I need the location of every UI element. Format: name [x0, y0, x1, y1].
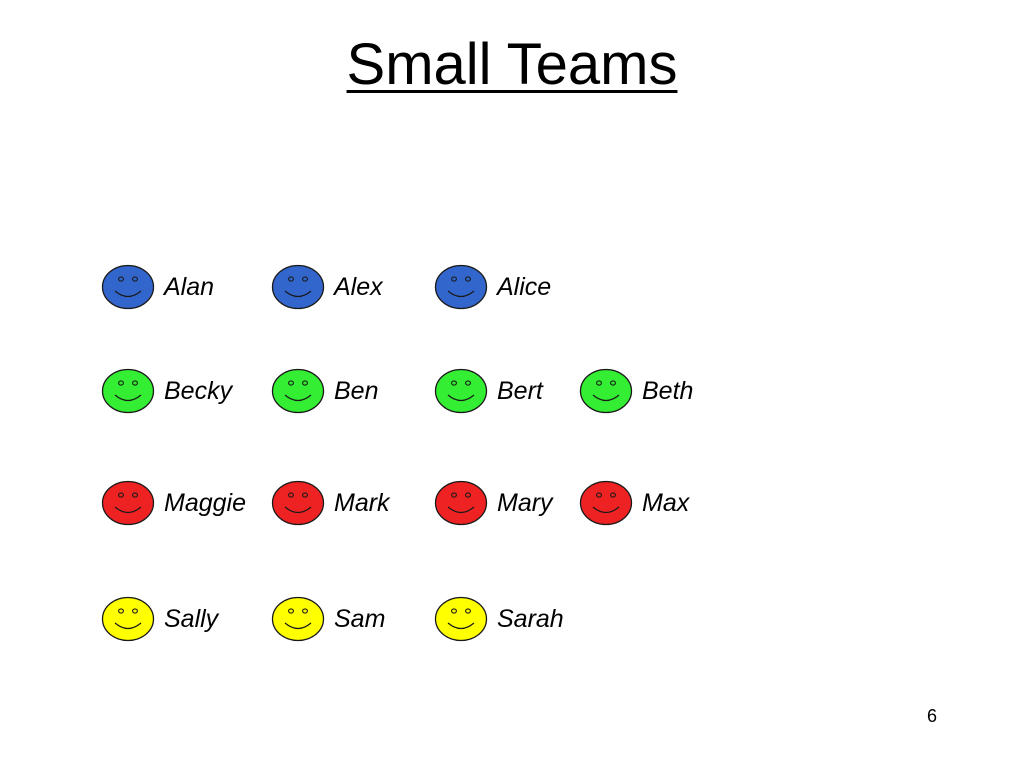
team-member: Mark [271, 478, 390, 528]
member-name: Bert [497, 376, 543, 405]
smiley-face-icon [579, 368, 633, 414]
team-member: Becky [101, 366, 232, 416]
member-name: Alex [334, 272, 383, 301]
member-name: Ben [334, 376, 379, 405]
smiley-face-icon [434, 480, 488, 526]
smiley-face-icon [271, 264, 325, 310]
smiley-face-icon [101, 264, 155, 310]
team-member: Alice [434, 262, 551, 312]
smiley-face-icon [101, 480, 155, 526]
member-name: Alan [164, 272, 215, 301]
slide-title: Small Teams [346, 32, 678, 97]
smiley-face-icon [101, 596, 155, 642]
smiley-face-icon [579, 480, 633, 526]
smiley-face-icon [434, 368, 488, 414]
team-member: Alex [271, 262, 383, 312]
member-name: Mary [497, 488, 553, 517]
smiley-face-icon [271, 368, 325, 414]
team-member: Sam [271, 594, 385, 644]
smiley-face-icon [434, 264, 488, 310]
team-member: Alan [101, 262, 214, 312]
team-member: Mary [434, 478, 553, 528]
member-name: Becky [164, 376, 233, 405]
member-name: Sam [334, 604, 386, 633]
smiley-face-icon [271, 480, 325, 526]
smiley-face-icon [101, 368, 155, 414]
smiley-face-icon [271, 596, 325, 642]
member-name: Sarah [497, 604, 564, 633]
team-member: Sally [101, 594, 218, 644]
team-member: Ben [271, 366, 378, 416]
member-name: Beth [642, 376, 694, 405]
smiley-face-icon [434, 596, 488, 642]
member-name: Alice [497, 272, 552, 301]
member-name: Max [642, 488, 690, 517]
member-name: Sally [164, 604, 219, 633]
team-member: Max [579, 478, 689, 528]
team-member: Beth [579, 366, 693, 416]
team-member: Sarah [434, 594, 564, 644]
member-name: Mark [334, 488, 390, 517]
page-number: 6 [926, 706, 937, 726]
member-name: Maggie [164, 488, 246, 517]
team-member: Maggie [101, 478, 246, 528]
team-member: Bert [434, 366, 543, 416]
